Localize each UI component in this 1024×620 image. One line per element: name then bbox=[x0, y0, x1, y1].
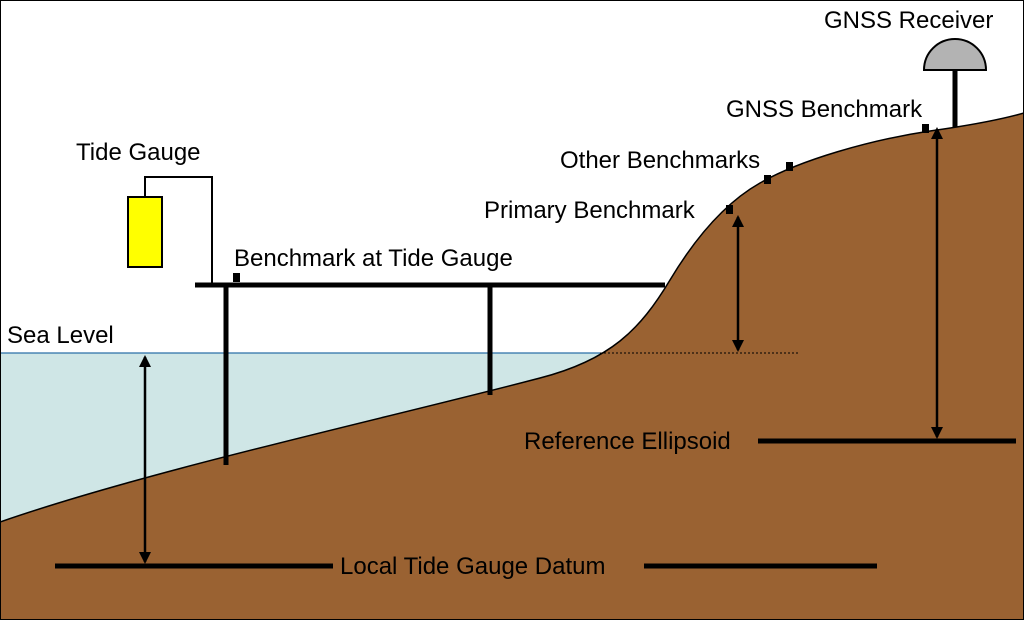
gnss-benchmark bbox=[922, 124, 929, 133]
ground-profile bbox=[0, 112, 1024, 620]
local-tide-gauge-datum-label: Local Tide Gauge Datum bbox=[340, 553, 606, 580]
tide-gauge-icon bbox=[127, 196, 163, 268]
primary-benchmark bbox=[726, 205, 733, 214]
tide-gauge-wire bbox=[144, 176, 213, 283]
sea-level-label: Sea Level bbox=[7, 322, 114, 349]
other-benchmark-2 bbox=[786, 162, 793, 171]
tide-gauge-label: Tide Gauge bbox=[76, 139, 201, 166]
benchmark-at-tide-gauge-label: Benchmark at Tide Gauge bbox=[234, 245, 513, 272]
primary-benchmark-label: Primary Benchmark bbox=[484, 197, 696, 224]
gnss-receiver-label: GNSS Receiver bbox=[824, 7, 993, 34]
gnss-receiver-dome-icon bbox=[922, 38, 988, 71]
gnss-benchmark-label: GNSS Benchmark bbox=[726, 96, 923, 123]
other-benchmarks-label: Other Benchmarks bbox=[560, 147, 760, 174]
tide-gauge-benchmark bbox=[233, 273, 240, 282]
reference-ellipsoid-label: Reference Ellipsoid bbox=[524, 428, 731, 455]
other-benchmark-1 bbox=[764, 175, 771, 184]
